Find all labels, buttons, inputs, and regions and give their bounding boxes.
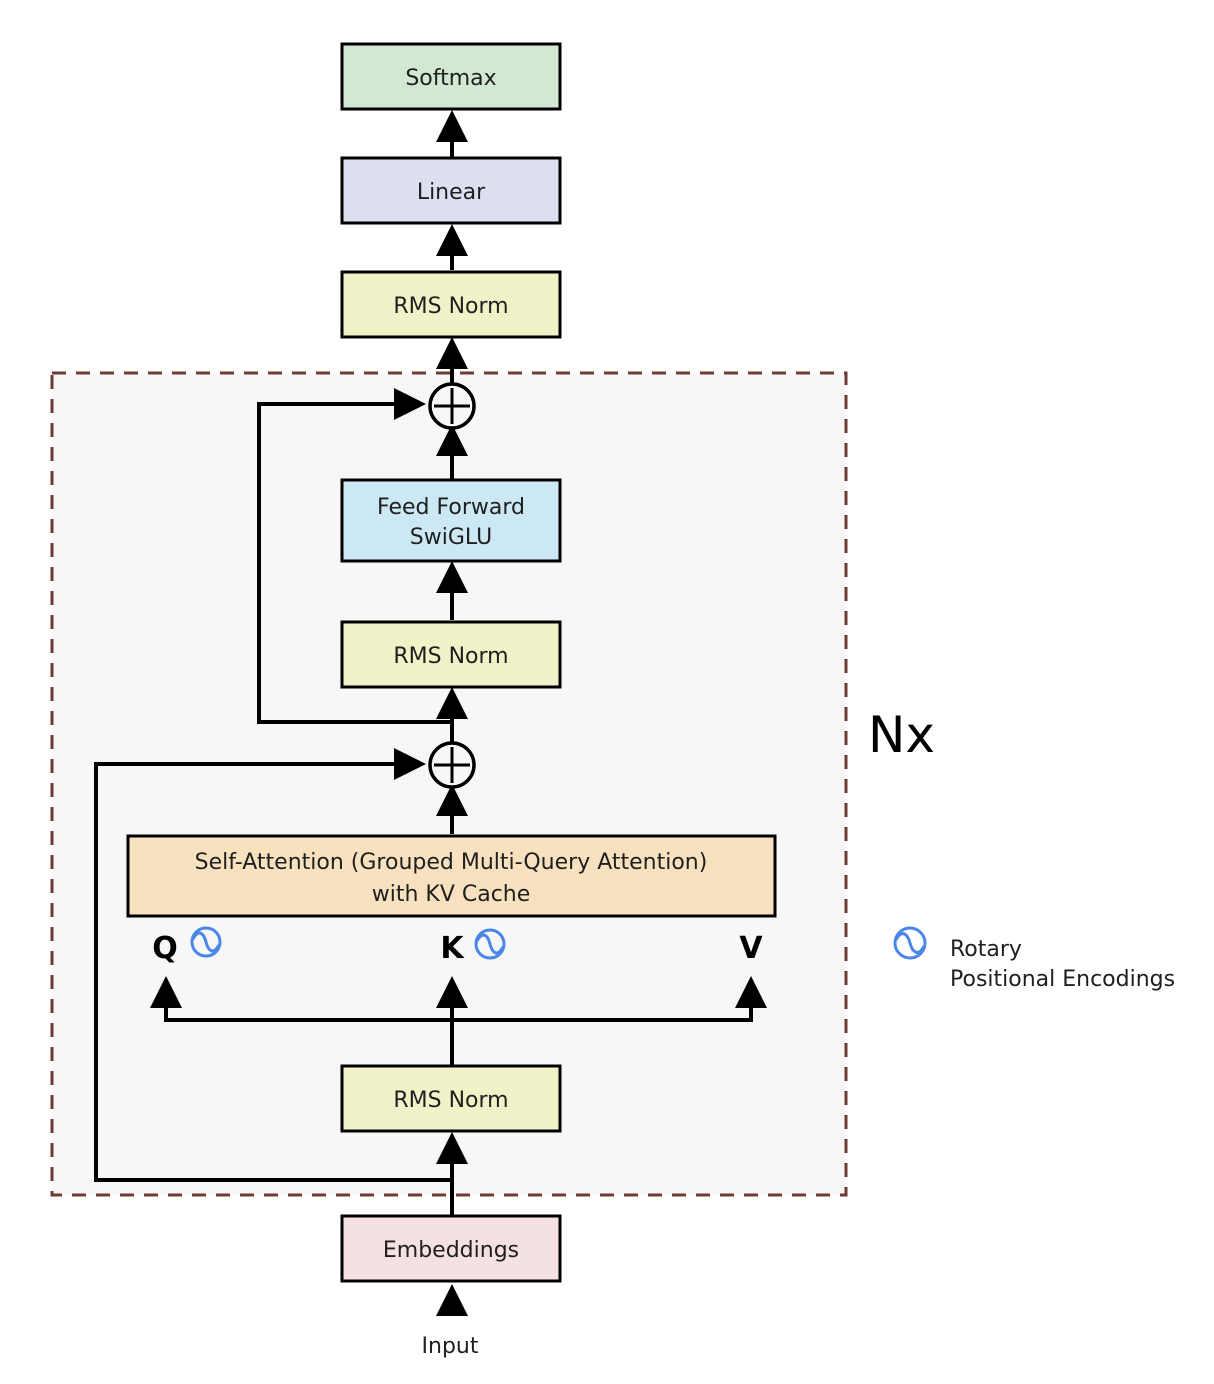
final-rms-norm-block: RMS Norm [340, 270, 562, 339]
self-attention-block: Self-Attention (Grouped Multi-Query Atte… [126, 834, 777, 918]
linear-block: Linear [340, 156, 562, 225]
legend: Rotary Positional Encodings [893, 926, 1175, 992]
query-label: Q [152, 931, 178, 966]
embeddings-block: Embeddings [340, 1214, 562, 1283]
rotary-encoding-icon [893, 926, 927, 960]
linear-label: Linear [417, 180, 486, 205]
arrow-to-q [150, 976, 452, 1022]
value-label: V [739, 931, 763, 966]
ffn-rms-norm-block: RMS Norm [340, 620, 562, 689]
feed-forward-label: Feed Forward [377, 495, 525, 520]
feed-forward-block: Feed Forward SwiGLU [340, 478, 562, 563]
kv-cache-label: with KV Cache [372, 882, 531, 907]
add-operation-icon [428, 382, 476, 430]
swiglu-label: SwiGLU [410, 525, 492, 550]
rotary-encoding-icon [474, 928, 506, 960]
ffn-rms-norm-label: RMS Norm [393, 644, 508, 669]
key-label: K [440, 931, 465, 966]
legend-label-line1: Rotary [950, 937, 1022, 962]
self-attention-label: Self-Attention (Grouped Multi-Query Atte… [195, 850, 708, 875]
residual-connection-1 [94, 748, 452, 1182]
arrow-to-v [452, 976, 767, 1022]
residual-connection-2 [257, 388, 452, 724]
legend-label-line2: Positional Encodings [950, 967, 1175, 992]
rotary-encoding-icon [190, 926, 222, 958]
add-operation-icon [428, 741, 476, 789]
final-rms-norm-label: RMS Norm [393, 294, 508, 319]
softmax-label: Softmax [405, 66, 496, 91]
input-label: Input [422, 1334, 479, 1359]
connectors [94, 110, 767, 1316]
embeddings-label: Embeddings [383, 1238, 519, 1263]
softmax-block: Softmax [340, 42, 562, 111]
repeat-count-label: Nx [868, 706, 935, 764]
attn-rms-norm-block: RMS Norm [340, 1064, 562, 1133]
attn-rms-norm-label: RMS Norm [393, 1088, 508, 1113]
